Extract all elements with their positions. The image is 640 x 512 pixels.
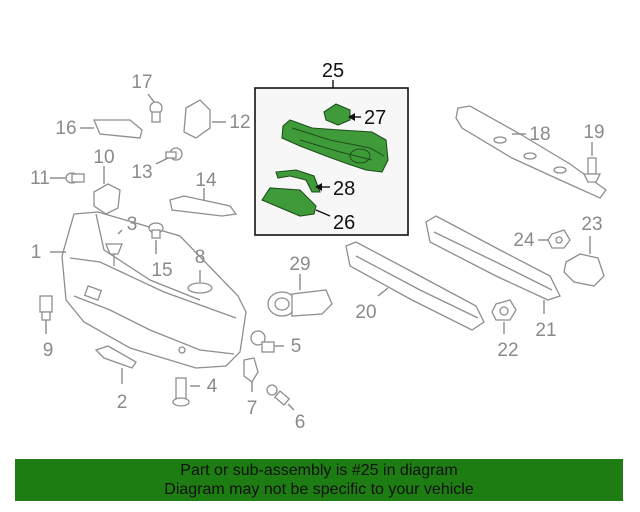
- callout-14: 14: [195, 170, 217, 191]
- callout-6: 6: [295, 412, 306, 433]
- part-22-nut[interactable]: [491, 299, 517, 321]
- callout-12: 12: [229, 112, 250, 133]
- callout-18: 18: [529, 124, 550, 145]
- callout-9: 9: [43, 340, 54, 361]
- leader-6: [287, 403, 295, 411]
- callout-17: 17: [131, 72, 152, 93]
- leader-26: [315, 209, 331, 217]
- callout-24: 24: [513, 230, 535, 251]
- assembly-25-group[interactable]: 25 27 28 26: [254, 60, 409, 236]
- callout-22: 22: [497, 340, 518, 361]
- callout-28: 28: [333, 178, 355, 200]
- part-11-bolt[interactable]: [65, 172, 85, 184]
- callout-21: 21: [535, 320, 556, 341]
- banner-line-2: Diagram may not be specific to your vehi…: [164, 481, 474, 498]
- callout-25: 25: [322, 60, 344, 82]
- part-16-bracket[interactable]: [93, 119, 143, 139]
- callout-8: 8: [195, 247, 206, 268]
- callout-13: 13: [131, 162, 152, 183]
- part-10-bracket[interactable]: [93, 183, 121, 215]
- callout-19: 19: [583, 122, 604, 143]
- arrow-27: [348, 113, 355, 121]
- leader-13: [155, 157, 169, 165]
- part-17-screw[interactable]: [149, 101, 163, 123]
- notice-banner: Part or sub-assembly is #25 in diagram D…: [15, 459, 623, 501]
- callout-20: 20: [355, 302, 376, 323]
- callout-5: 5: [291, 336, 302, 357]
- part-1-bumper-cover[interactable]: [61, 211, 247, 369]
- callout-4: 4: [207, 376, 218, 397]
- part-24-nut[interactable]: [547, 229, 571, 249]
- part-15-bolt[interactable]: [148, 222, 164, 239]
- part-3-clip[interactable]: [105, 243, 123, 266]
- part-9-clip[interactable]: [39, 295, 53, 321]
- callout-11: 11: [30, 168, 50, 189]
- banner-line-1: Part or sub-assembly is #25 in diagram: [180, 462, 458, 479]
- leader-17: [147, 93, 155, 103]
- leader-20: [377, 287, 389, 297]
- part-2-strip[interactable]: [94, 345, 137, 369]
- callout-26: 26: [333, 212, 355, 234]
- part-13-bolt[interactable]: [165, 147, 183, 161]
- callout-23: 23: [581, 214, 602, 235]
- part-7-clip[interactable]: [243, 357, 259, 383]
- callout-2: 2: [117, 392, 128, 413]
- callout-27: 27: [364, 107, 386, 129]
- part-6-screw[interactable]: [266, 384, 291, 406]
- part-4-bolt[interactable]: [172, 377, 190, 407]
- part-29-sensor[interactable]: [267, 289, 333, 317]
- part-5-clip[interactable]: [250, 330, 275, 353]
- part-19-bolt[interactable]: [582, 157, 602, 183]
- part-18-absorber[interactable]: [455, 105, 607, 199]
- callout-7: 7: [247, 398, 258, 419]
- part-27-bracket[interactable]: [323, 103, 351, 126]
- part-21-beam[interactable]: [425, 215, 561, 301]
- callout-16: 16: [55, 118, 76, 139]
- callout-3: 3: [127, 214, 138, 235]
- part-8-washer[interactable]: [187, 282, 213, 294]
- arrow-28: [315, 183, 322, 191]
- part-20-reinforcement[interactable]: [345, 241, 485, 331]
- leader-3: [117, 229, 123, 235]
- part-23-bracket[interactable]: [563, 253, 605, 287]
- part-26-cover[interactable]: [261, 187, 317, 217]
- part-12-bracket[interactable]: [183, 99, 211, 139]
- part-14-bar[interactable]: [169, 195, 238, 217]
- part-28-strip[interactable]: [275, 169, 321, 193]
- callout-15: 15: [151, 260, 172, 281]
- callout-29: 29: [289, 254, 310, 275]
- callout-10: 10: [93, 147, 114, 168]
- callout-1: 1: [31, 242, 42, 263]
